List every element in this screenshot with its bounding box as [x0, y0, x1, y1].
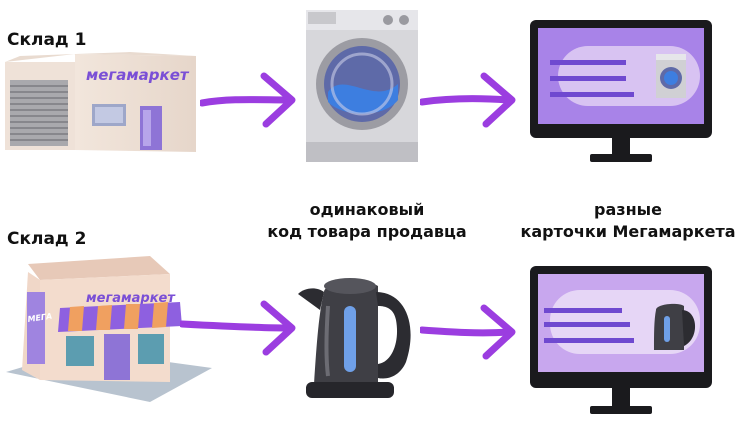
cards-caption: разные карточки Мегамаркета	[508, 199, 748, 243]
monitor-card-1-icon	[530, 20, 712, 162]
warehouse-2-shop-icon: МЕГА мегамаркет	[6, 256, 212, 402]
arrow-warehouse1-to-product	[200, 72, 296, 128]
warehouse-2-label: Склад 2	[7, 229, 87, 249]
monitor-card-2-icon	[530, 266, 712, 414]
arrow-warehouse2-to-product	[180, 300, 296, 356]
warehouse-1-label: Склад 1	[7, 30, 87, 50]
warehouse-1-building-icon: мегамаркет	[5, 52, 196, 152]
card-1-product-thumbnail	[656, 54, 686, 98]
kettle-icon	[298, 278, 411, 398]
cards-caption-line2: карточки Мегамаркета	[520, 222, 736, 241]
card-2-product-thumbnail	[654, 303, 696, 350]
cards-caption-line1: разные	[594, 200, 662, 219]
warehouse-2-side-sign: МЕГА	[27, 312, 53, 324]
washing-machine-icon	[306, 10, 418, 162]
warehouse-1-sign: мегамаркет	[86, 66, 190, 84]
arrow-product-to-card-2	[420, 304, 516, 360]
warehouse-2-sign: мегамаркет	[86, 291, 176, 306]
same-code-caption-line2: код товара продавца	[267, 222, 467, 241]
arrow-product-to-card-1	[420, 72, 516, 128]
same-code-caption-line1: одинаковый	[309, 200, 425, 219]
same-code-caption: одинаковый код товара продавца	[252, 199, 482, 243]
